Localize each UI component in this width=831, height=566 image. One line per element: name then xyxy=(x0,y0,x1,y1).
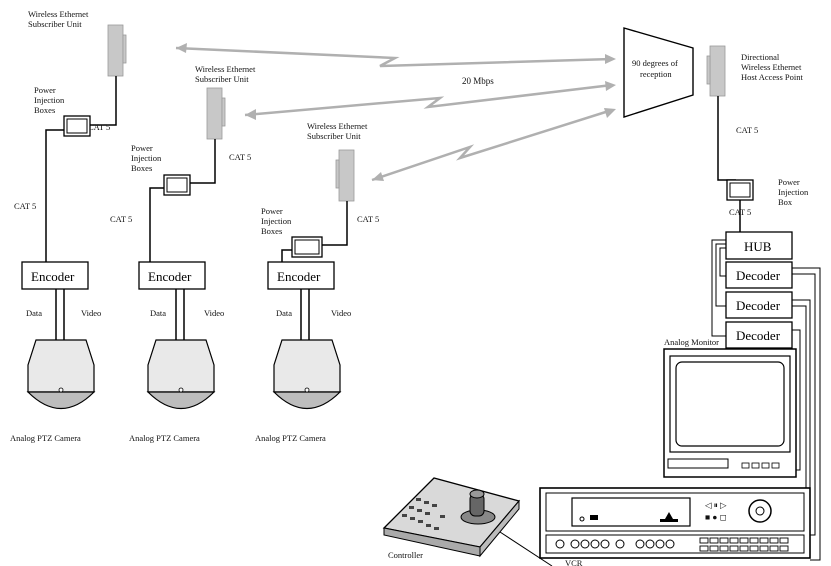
subscriber-unit-3-line2: Subscriber Unit xyxy=(307,131,361,141)
camera-label-1: Analog PTZ Camera xyxy=(10,433,81,443)
decoder-label-1: Decoder xyxy=(736,268,781,283)
radio-link-2 xyxy=(244,81,616,120)
video-label-2: Video xyxy=(204,308,224,318)
cat5-label-host-top: CAT 5 xyxy=(736,125,758,135)
power-injection-1-line2: Injection xyxy=(34,95,65,105)
vcr-buttons-glyphs: ■ ● ◻ xyxy=(705,512,727,522)
encoder-label-2: Encoder xyxy=(148,269,192,284)
power-injection-1-line1: Power xyxy=(34,85,56,95)
reception-label-line1: 90 degrees of xyxy=(632,58,678,68)
hub-box: HUB xyxy=(725,231,793,260)
subscriber-unit-1-line1: Wireless Ethernet xyxy=(28,9,89,19)
radio-link-3 xyxy=(371,108,616,182)
power-injection-2-line1: Power xyxy=(131,143,153,153)
power-injection-host-line1: Power xyxy=(778,177,800,187)
vcr-unit: ◁ ⏸ ▷ ■ ● ◻ xyxy=(539,487,811,559)
data-label-3: Data xyxy=(276,308,292,318)
encoder-box-3: Encoder xyxy=(267,261,335,290)
subscriber-unit-3-line1: Wireless Ethernet xyxy=(307,121,368,131)
cat5-label-site2-top: CAT 5 xyxy=(229,152,251,162)
camera-label-3: Analog PTZ Camera xyxy=(255,433,326,443)
ptz-camera-1 xyxy=(26,339,96,410)
subscriber-antenna-1 xyxy=(107,24,127,77)
vcr-label: VCR xyxy=(565,558,583,566)
cat5-label-site1-top: CAT 5 xyxy=(88,122,110,132)
encoder-box-2: Encoder xyxy=(138,261,206,290)
power-injection-3-line2: Injection xyxy=(261,216,292,226)
subscriber-antenna-2 xyxy=(206,87,226,140)
power-injection-3-line1: Power xyxy=(261,206,283,216)
controller-label: Controller xyxy=(388,550,423,560)
encoder-box-1: Encoder xyxy=(21,261,89,290)
ptz-camera-3 xyxy=(272,339,342,410)
vcr-number-keys xyxy=(699,537,789,552)
data-label-2: Data xyxy=(150,308,166,318)
cat5-label-site2-side: CAT 5 xyxy=(110,214,132,224)
power-injection-host-line2: Injection xyxy=(778,187,809,197)
radio-link-1 xyxy=(175,43,616,68)
subscriber-unit-1-line2: Subscriber Unit xyxy=(28,19,82,29)
vcr-transport-glyphs: ◁ ⏸ ▷ xyxy=(705,500,727,510)
cat5-label-site1-side: CAT 5 xyxy=(14,201,36,211)
ptz-controller xyxy=(382,477,521,558)
subscriber-unit-2-line2: Subscriber Unit xyxy=(195,74,249,84)
hub-label: HUB xyxy=(744,239,772,254)
subscriber-antenna-3 xyxy=(335,149,355,202)
decoder-box-2: Decoder xyxy=(725,291,793,319)
power-injection-box-2 xyxy=(163,174,191,196)
bandwidth-label: 20 Mbps xyxy=(462,76,494,86)
power-injection-box-1 xyxy=(63,115,91,137)
reception-sector: 90 degrees of reception xyxy=(623,27,694,118)
video-label-3: Video xyxy=(331,308,351,318)
decoder-box-1: Decoder xyxy=(725,261,793,289)
host-access-point-antenna xyxy=(706,45,726,97)
power-injection-3-line3: Boxes xyxy=(261,226,282,236)
power-injection-2-line2: Injection xyxy=(131,153,162,163)
reception-label-line2: reception xyxy=(640,69,672,79)
encoder-label-1: Encoder xyxy=(31,269,75,284)
host-access-point-line2: Wireless Ethernet xyxy=(741,62,802,72)
analog-monitor-label: Analog Monitor xyxy=(664,337,719,347)
power-injection-box-3 xyxy=(291,236,323,258)
ptz-camera-2 xyxy=(146,339,216,410)
video-label-1: Video xyxy=(81,308,101,318)
power-injection-box-host xyxy=(726,179,754,201)
cat5-label-site3-top: CAT 5 xyxy=(357,214,379,224)
power-injection-1-line3: Boxes xyxy=(34,105,55,115)
decoder-label-3: Decoder xyxy=(736,328,781,343)
camera-label-2: Analog PTZ Camera xyxy=(129,433,200,443)
power-injection-2-line3: Boxes xyxy=(131,163,152,173)
host-access-point-line3: Host Access Point xyxy=(741,72,804,82)
power-injection-host-line3: Box xyxy=(778,197,793,207)
subscriber-unit-2-line1: Wireless Ethernet xyxy=(195,64,256,74)
data-label-1: Data xyxy=(26,308,42,318)
vcr-front-buttons xyxy=(555,539,675,549)
decoder-box-3: Decoder xyxy=(725,321,793,349)
decoder-label-2: Decoder xyxy=(736,298,781,313)
host-access-point-line1: Directional xyxy=(741,52,780,62)
encoder-label-3: Encoder xyxy=(277,269,321,284)
analog-monitor xyxy=(663,348,797,478)
